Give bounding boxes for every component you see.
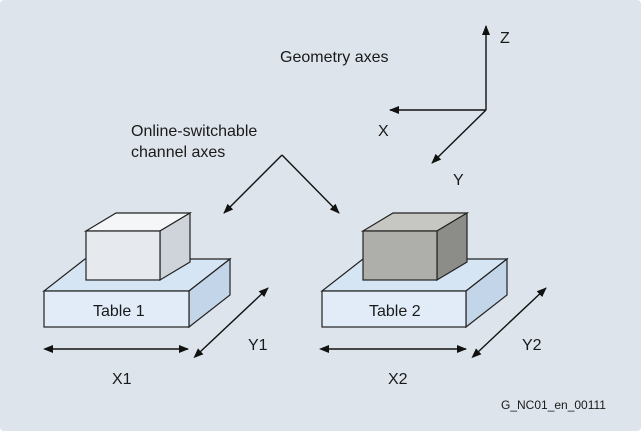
geometry-axes-triad — [389, 25, 490, 164]
block1-front — [85, 230, 161, 281]
axis-x-label: X — [378, 123, 389, 140]
pointer-to-table2 — [281, 154, 340, 214]
table2-label: Table 2 — [369, 303, 421, 320]
y-axis-arrow — [431, 109, 487, 164]
table1-label: Table 1 — [93, 303, 145, 320]
x2-label: X2 — [388, 371, 408, 388]
axis-y-label: Y — [453, 172, 464, 189]
y1-label: Y1 — [248, 337, 268, 354]
channel-axes-label-line2: channel axes — [131, 144, 225, 161]
channel-axes-pointers — [223, 154, 340, 214]
geometry-axes-label: Geometry axes — [280, 49, 388, 66]
y2-label: Y2 — [522, 337, 542, 354]
x1-label: X1 — [112, 371, 132, 388]
block2-front — [362, 230, 438, 281]
pointer-to-table1 — [223, 154, 283, 214]
table2-front — [321, 290, 467, 328]
table1-front — [43, 290, 190, 328]
y1-dimension-arrow — [193, 287, 269, 359]
figure-reference: G_NC01_en_00111 — [501, 398, 606, 412]
channel-axes-label-line1: Online-switchable — [131, 123, 257, 140]
y2-dimension-arrow — [471, 287, 547, 359]
axis-z-label: Z — [500, 30, 510, 47]
table2: Table 2 — [320, 211, 509, 329]
